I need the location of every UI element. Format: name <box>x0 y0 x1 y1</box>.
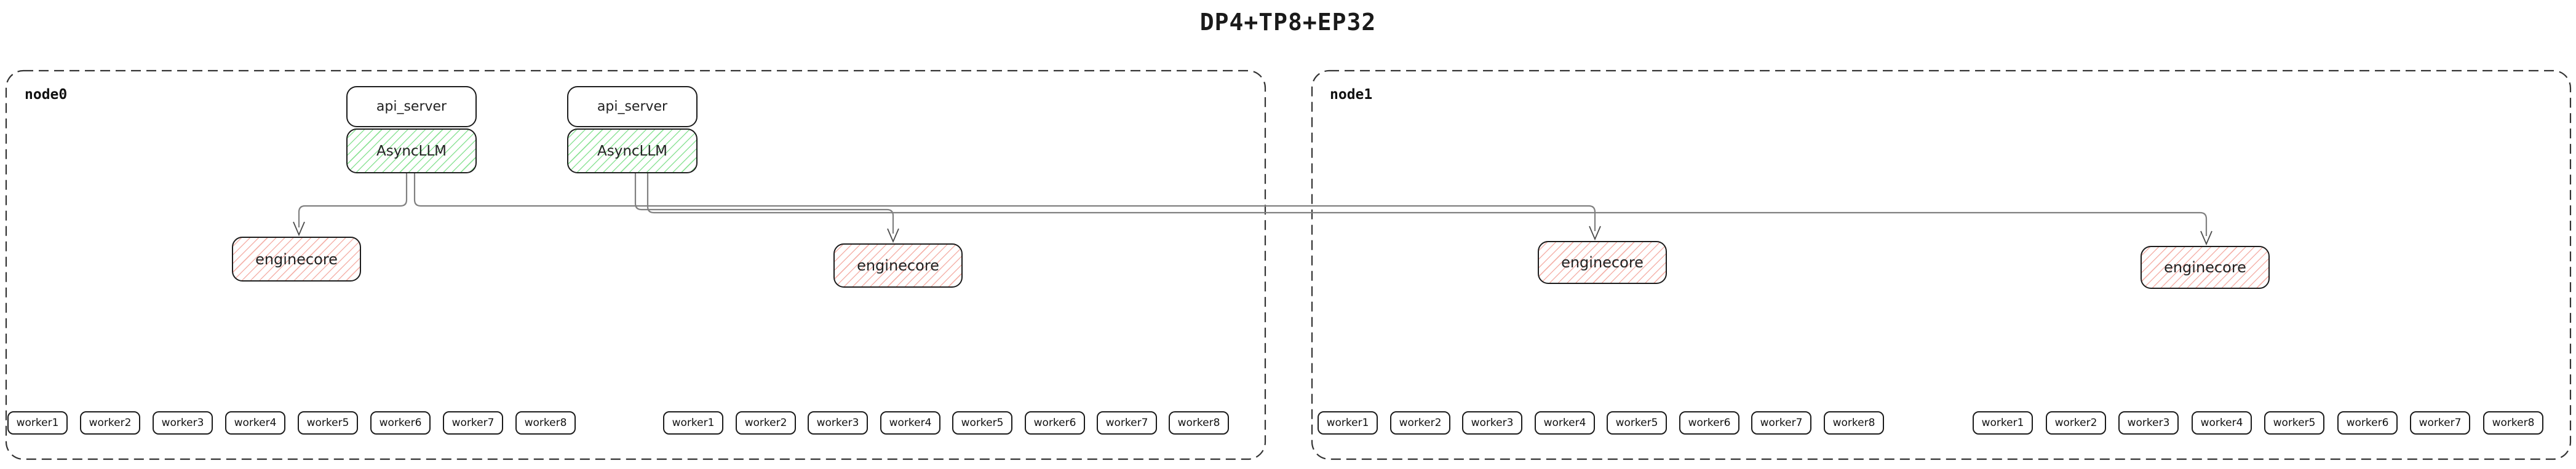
worker-box: worker1 <box>1318 411 1378 435</box>
diagram-title: DP4+TP8+EP32 <box>1199 9 1377 36</box>
worker-box: worker2 <box>736 411 796 435</box>
arrowhead-node1-enginecore1 <box>1589 226 1601 241</box>
worker-box: worker4 <box>880 411 940 435</box>
api-server-box-1: api_server <box>346 86 477 127</box>
worker-box: worker4 <box>2192 411 2252 435</box>
worker-box: worker5 <box>1607 411 1667 435</box>
connector-asyncllm2-node1-enginecore2 <box>646 173 2208 236</box>
worker-box: worker6 <box>1025 411 1085 435</box>
arrowhead-enginecore1 <box>293 221 305 237</box>
worker-box: worker3 <box>1462 411 1522 435</box>
connector-asyncllm1-node1-enginecore1 <box>413 173 1596 231</box>
asyncllm-box-2: AsyncLLM <box>567 128 698 173</box>
connector-asyncllm2-enginecore2 <box>634 173 894 234</box>
node0-label: node0 <box>25 87 68 103</box>
worker-box: worker8 <box>1824 411 1884 435</box>
worker-box: worker6 <box>2337 411 2398 435</box>
worker-box: worker1 <box>663 411 723 435</box>
worker-box: worker3 <box>2118 411 2179 435</box>
worker-box: worker2 <box>1390 411 1450 435</box>
node1-label: node1 <box>1330 87 1373 103</box>
worker-box: worker7 <box>1751 411 1811 435</box>
worker-box: worker1 <box>7 411 68 435</box>
node1-border <box>1311 69 2572 460</box>
worker-box: worker5 <box>2264 411 2324 435</box>
api-server-box-2: api_server <box>567 86 698 127</box>
asyncllm-box-1: AsyncLLM <box>346 128 477 173</box>
worker-box: worker8 <box>1169 411 1229 435</box>
worker-box: worker6 <box>1679 411 1739 435</box>
worker-box: worker7 <box>1097 411 1157 435</box>
arrowhead-enginecore2 <box>887 228 899 243</box>
worker-box: worker8 <box>515 411 576 435</box>
worker-box: worker5 <box>952 411 1012 435</box>
worker-box: worker7 <box>443 411 503 435</box>
worker-box: worker1 <box>1973 411 2033 435</box>
worker-box: worker5 <box>298 411 358 435</box>
node1-enginecore-1: enginecore <box>1538 241 1667 284</box>
worker-box: worker3 <box>153 411 213 435</box>
node0-enginecore-1: enginecore <box>232 237 361 282</box>
node0-border <box>5 69 1266 460</box>
worker-box: worker3 <box>808 411 868 435</box>
connector-asyncllm1-enginecore1 <box>298 173 408 227</box>
worker-box: worker6 <box>370 411 431 435</box>
node0-enginecore-2: enginecore <box>833 243 963 288</box>
worker-box: worker7 <box>2410 411 2470 435</box>
worker-box: worker2 <box>80 411 140 435</box>
worker-box: worker2 <box>2046 411 2106 435</box>
arrowhead-node1-enginecore2 <box>2200 231 2212 246</box>
worker-box: worker8 <box>2483 411 2543 435</box>
worker-box: worker4 <box>225 411 285 435</box>
node1-enginecore-2: enginecore <box>2141 246 2270 289</box>
worker-box: worker4 <box>1535 411 1595 435</box>
